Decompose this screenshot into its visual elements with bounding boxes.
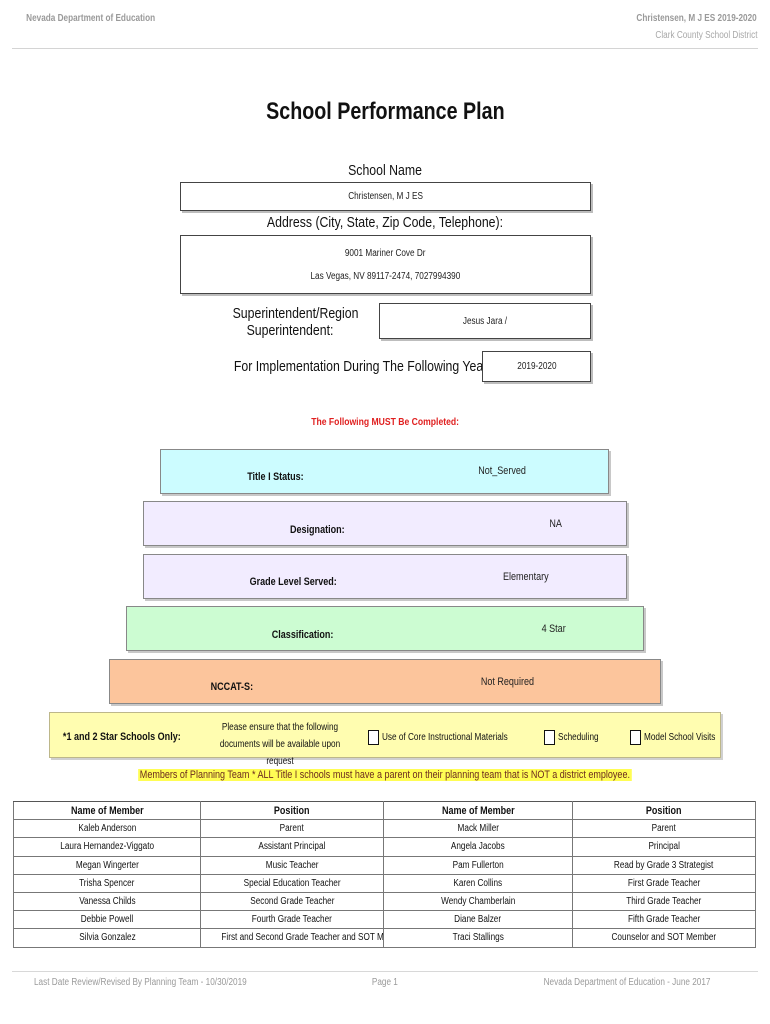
member-name[interactable]: Laura Hernandez-Viggato — [13, 837, 201, 857]
column-header: Name of Member — [13, 800, 201, 821]
member-name[interactable]: Debbie Powell — [13, 910, 201, 930]
grade-level-label: Grade Level Served: — [249, 576, 337, 588]
checkbox-icon[interactable] — [544, 730, 555, 745]
member-name[interactable]: Megan Wingerter — [13, 855, 201, 875]
star-schools-band: *1 and 2 Star Schools Only: Please ensur… — [49, 712, 721, 767]
member-name[interactable]: Trisha Spencer — [13, 873, 201, 893]
nccat-band: NCCAT-S: Not Required — [109, 659, 661, 704]
member-name[interactable]: Vanessa Childs — [13, 891, 201, 912]
table-row: Laura Hernandez-Viggato Assistant Princi… — [13, 837, 756, 857]
address-field[interactable]: 9001 Mariner Cove Dr Las Vegas, NV 89117… — [180, 235, 591, 294]
title1-status-label: Title I Status: — [247, 471, 304, 483]
member-name[interactable]: Diane Balzer — [383, 910, 573, 930]
member-name[interactable]: Pam Fullerton — [383, 855, 573, 875]
table-header-row: Name of Member Position Name of Member P… — [13, 800, 756, 821]
member-position[interactable]: Counselor and SOT Member — [572, 928, 756, 948]
header-district: Clark County School District — [654, 30, 757, 41]
header-school-year: Christensen, M J ES 2019-2020 — [636, 13, 757, 24]
member-position[interactable]: Fourth Grade Teacher — [200, 910, 384, 930]
classification-band: Classification: 4 Star — [126, 606, 644, 651]
checkbox-icon[interactable] — [368, 730, 379, 745]
table-row: Debbie Powell Fourth Grade Teacher Diane… — [13, 910, 756, 930]
superintendent-field[interactable]: Jesus Jara / — [379, 303, 591, 339]
member-position[interactable]: Parent — [200, 819, 384, 839]
address-line-1: 9001 Mariner Cove Dr — [345, 247, 426, 259]
member-position[interactable]: Principal — [572, 837, 756, 857]
member-name[interactable]: Karen Collins — [383, 873, 573, 893]
table-row: Megan Wingerter Music Teacher Pam Fuller… — [13, 855, 756, 875]
header-divider — [12, 48, 758, 49]
must-complete-heading: The Following MUST Be Completed: — [311, 416, 459, 428]
footer-review-date: Last Date Review/Revised By Planning Tea… — [34, 977, 247, 988]
school-name-label: School Name — [348, 162, 422, 179]
member-position[interactable]: Second Grade Teacher — [200, 891, 384, 912]
star-schools-label: *1 and 2 Star Schools Only: — [62, 731, 181, 743]
footer-agency-date: Nevada Department of Education - June 20… — [543, 977, 710, 988]
member-position[interactable]: Parent — [572, 819, 756, 839]
member-position[interactable]: Fifth Grade Teacher — [572, 910, 756, 930]
nccat-value[interactable]: Not Required — [480, 676, 534, 688]
implementation-years-field[interactable]: 2019-2020 — [482, 351, 591, 382]
page-title: School Performance Plan — [265, 98, 505, 125]
table-row: Trisha Spencer Special Education Teacher… — [13, 873, 756, 893]
model-school-visits-checkbox[interactable]: Model School Visits — [630, 730, 731, 745]
member-position[interactable]: Assistant Principal — [200, 837, 384, 857]
member-position[interactable]: Read by Grade 3 Strategist — [572, 855, 756, 875]
designation-value[interactable]: NA — [549, 518, 562, 530]
address-label: Address (City, State, Zip Code, Telephon… — [266, 214, 504, 231]
table-row: Kaleb Anderson Parent Mack Miller Parent — [13, 819, 756, 839]
member-position[interactable]: First Grade Teacher — [572, 873, 756, 893]
planning-team-table: Name of Member Position Name of Member P… — [13, 800, 756, 948]
member-name[interactable]: Mack Miller — [383, 819, 573, 839]
column-header: Name of Member — [383, 800, 573, 821]
designation-band: Designation: NA — [143, 501, 627, 546]
grade-level-value[interactable]: Elementary — [503, 571, 549, 583]
star-schools-note: Please ensure that the following documen… — [219, 722, 341, 767]
footer-divider — [12, 971, 758, 972]
member-name[interactable]: Kaleb Anderson — [13, 819, 201, 839]
address-line-2: Las Vegas, NV 89117-2474, 7027994390 — [310, 270, 461, 282]
title1-status-value[interactable]: Not_Served — [478, 465, 526, 477]
classification-value[interactable]: 4 Star — [541, 623, 566, 635]
member-position[interactable]: Special Education Teacher — [200, 873, 384, 893]
scheduling-checkbox[interactable]: Scheduling — [544, 730, 607, 745]
planning-team-note: Members of Planning Team * ALL Title I s… — [138, 769, 632, 781]
column-header: Position — [200, 800, 384, 821]
member-name[interactable]: Wendy Chamberlain — [383, 891, 573, 912]
member-position[interactable]: Music Teacher — [200, 855, 384, 875]
column-header: Position — [572, 800, 756, 821]
checkbox-icon[interactable] — [630, 730, 641, 745]
classification-label: Classification: — [271, 629, 334, 641]
grade-level-band: Grade Level Served: Elementary — [143, 554, 627, 599]
member-name[interactable]: Angela Jacobs — [383, 837, 573, 857]
member-position[interactable]: Third Grade Teacher — [572, 891, 756, 912]
implementation-years-label: For Implementation During The Following … — [233, 358, 497, 375]
table-row: Vanessa Childs Second Grade Teacher Wend… — [13, 891, 756, 912]
member-position[interactable]: First and Second Grade Teacher and SOT M… — [200, 928, 384, 948]
title1-status-band: Title I Status: Not_Served — [160, 449, 609, 494]
core-materials-checkbox[interactable]: Use of Core Instructional Materials — [368, 730, 535, 745]
member-name[interactable]: Silvia Gonzalez — [13, 928, 201, 948]
designation-label: Designation: — [289, 524, 345, 536]
header-agency: Nevada Department of Education — [26, 13, 156, 24]
superintendent-label: Superintendent/Region Superintendent: — [232, 305, 359, 339]
footer-page-number: Page 1 — [371, 977, 398, 988]
member-name[interactable]: Traci Stallings — [383, 928, 573, 948]
table-row: Silvia Gonzalez First and Second Grade T… — [13, 928, 756, 948]
school-name-field[interactable]: Christensen, M J ES — [180, 182, 591, 211]
nccat-label: NCCAT-S: — [210, 681, 254, 693]
